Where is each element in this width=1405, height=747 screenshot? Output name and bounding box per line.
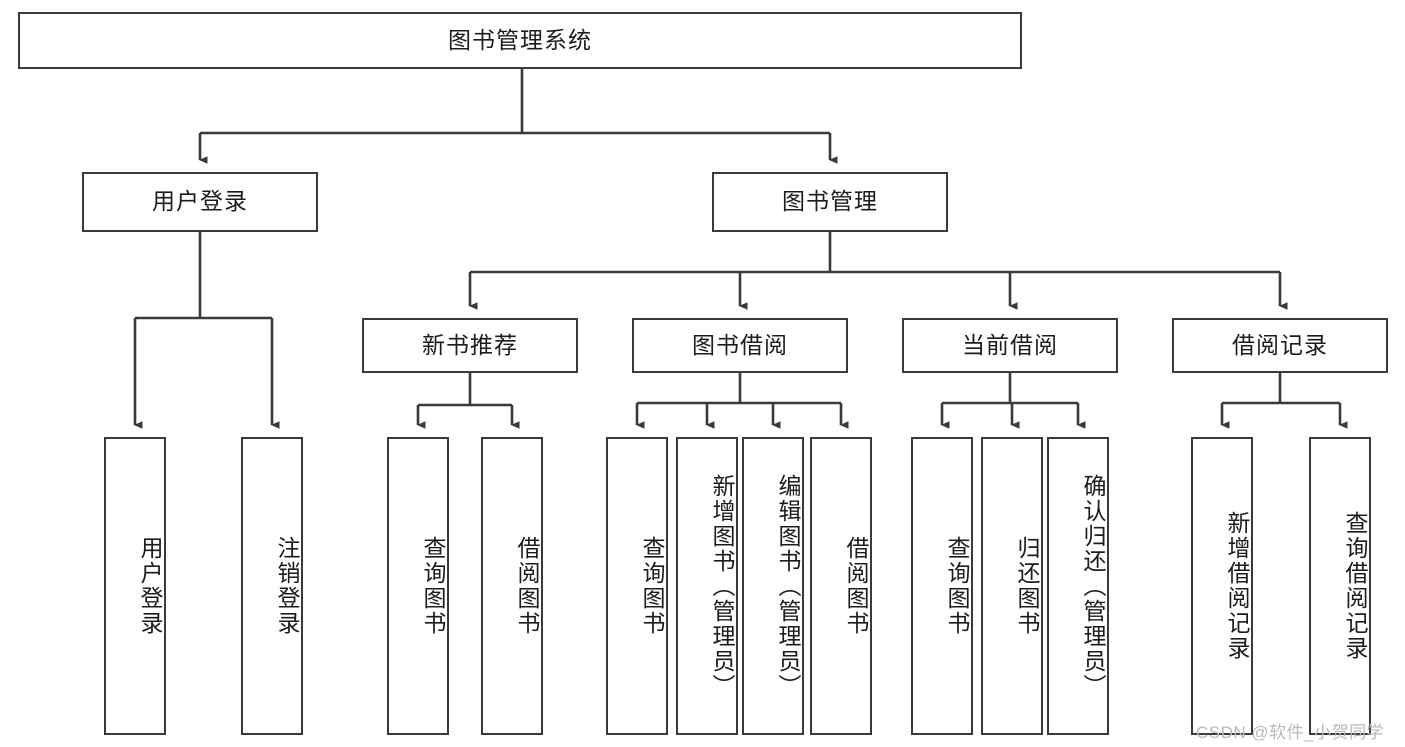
node-label: 新增借阅记录 [1224, 511, 1250, 661]
node-leaf-borrow-book-1[interactable]: 借阅图书 [481, 437, 543, 735]
node-root-system[interactable]: 图书管理系统 [18, 12, 1022, 69]
node-label: 图书借阅 [692, 331, 788, 358]
node-borrow-records[interactable]: 借阅记录 [1172, 318, 1388, 373]
node-leaf-edit-book[interactable]: 编辑图书（管理员） [742, 437, 804, 735]
node-label: 查询图书 [639, 536, 665, 636]
node-leaf-query-record[interactable]: 查询借阅记录 [1309, 437, 1371, 735]
node-label: 注销登录 [274, 536, 300, 636]
node-leaf-query-book-1[interactable]: 查询图书 [387, 437, 449, 735]
node-label: 图书管理系统 [448, 26, 592, 53]
node-leaf-user-login[interactable]: 用户登录 [104, 437, 166, 735]
node-label: 查询借阅记录 [1342, 511, 1368, 661]
node-label: 借阅记录 [1232, 331, 1328, 358]
node-label: 编辑图书（管理员） [775, 473, 801, 699]
watermark-text: CSDN @软件_小贺同学 [1196, 723, 1385, 742]
node-label: 归还图书 [1014, 536, 1040, 636]
node-leaf-return-book[interactable]: 归还图书 [981, 437, 1043, 735]
node-label: 查询图书 [944, 536, 970, 636]
node-label: 查询图书 [420, 536, 446, 636]
node-new-book-recommend[interactable]: 新书推荐 [362, 318, 578, 373]
node-label: 借阅图书 [514, 536, 540, 636]
node-book-management[interactable]: 图书管理 [712, 172, 948, 232]
node-leaf-add-book[interactable]: 新增图书（管理员） [676, 437, 738, 735]
node-label: 图书管理 [782, 188, 878, 215]
node-leaf-logout[interactable]: 注销登录 [241, 437, 303, 735]
node-label: 新增图书（管理员） [709, 473, 735, 699]
node-label: 用户登录 [137, 536, 163, 636]
node-label: 借阅图书 [843, 536, 869, 636]
node-leaf-borrow-book-2[interactable]: 借阅图书 [810, 437, 872, 735]
node-book-borrow[interactable]: 图书借阅 [632, 318, 848, 373]
node-leaf-query-book-2[interactable]: 查询图书 [606, 437, 668, 735]
node-user-login[interactable]: 用户登录 [82, 172, 318, 232]
node-label: 确认归还（管理员） [1080, 473, 1106, 699]
node-current-borrow[interactable]: 当前借阅 [902, 318, 1118, 373]
node-label: 新书推荐 [422, 331, 518, 358]
node-leaf-query-book-3[interactable]: 查询图书 [911, 437, 973, 735]
node-label: 用户登录 [152, 188, 248, 215]
node-label: 当前借阅 [962, 331, 1058, 358]
node-leaf-add-record[interactable]: 新增借阅记录 [1191, 437, 1253, 735]
node-leaf-confirm-return[interactable]: 确认归还（管理员） [1047, 437, 1109, 735]
